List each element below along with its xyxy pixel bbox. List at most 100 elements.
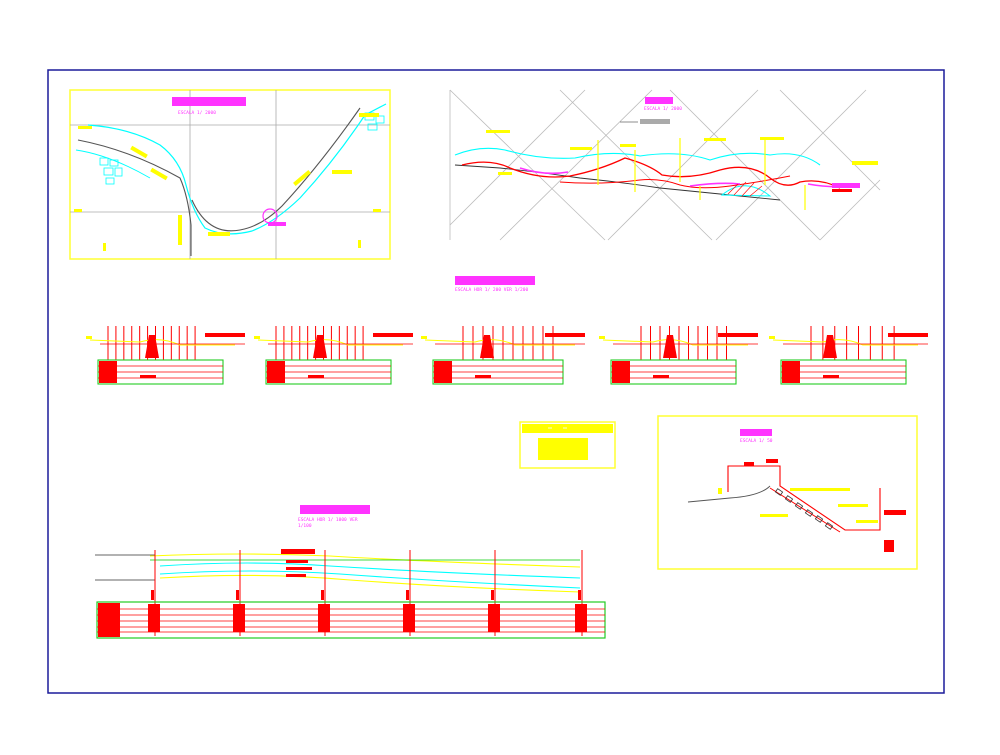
road-line-2 [191,107,361,232]
plan-labels [486,130,878,175]
section-band-value [140,375,156,378]
section-band-header [782,361,800,383]
cross-section-group [86,326,928,385]
section-terrain [424,339,575,346]
section-structure [145,335,159,358]
sections-scale: ESCALA HOR 1/ 200 VER 1/200 [455,287,528,293]
plan-view-panel: ESCALA 1/ 2000 [449,89,881,241]
section-band-value [308,375,324,378]
long-station-block [148,604,160,632]
section-band-header [434,361,452,383]
plan-gray-note [640,119,670,124]
detail-riprap [774,488,834,530]
long-station-block [233,604,245,632]
cross-sections-panel: ESCALA HOR 1/ 200 VER 1/200 [86,276,928,385]
section-band-value [653,375,669,378]
section-structure [313,335,327,358]
plan-station-ticks [597,138,806,210]
long-station-label [236,590,239,600]
detail-terrain [687,485,771,503]
section-label [718,333,758,337]
section-terrain [89,339,235,346]
plan-terrain-line [454,147,821,166]
long-station-block [403,604,415,632]
cross-section-5 [769,326,928,385]
long-red-notes [286,560,312,577]
cross-section-1 [86,326,245,385]
plan-channel-red [461,157,841,189]
longitudinal-profile-panel: ESCALA HOR 1/ 1000 VER 1/100 [95,505,606,639]
plan-magenta-label [832,183,860,188]
section-label [545,333,585,337]
section-elev-label [254,336,260,339]
plan-magenta-line [519,167,851,188]
cross-section-3 [421,326,585,385]
section-structure [480,335,494,358]
river-line-2 [75,149,151,179]
section-elev-label [421,336,427,339]
long-station-label [578,590,581,600]
legend-frame [519,421,616,469]
detail-title-block [740,429,772,436]
detail-wall [727,465,881,531]
river-line [87,103,387,235]
long-station-label [406,590,409,600]
section-band-header [612,361,630,383]
long-station-block [488,604,500,632]
detail-panel: ESCALA 1/ 50 [657,415,918,570]
section-terrain [772,339,918,346]
plan-dam-hatch [720,185,772,197]
section-elev-label [769,336,775,339]
detail-slope [769,487,841,533]
plan-title-block [645,97,673,104]
section-elev-label [86,336,92,339]
plan-grid [449,89,881,241]
plan-dam-hatch-lines [727,181,763,197]
long-station-block [575,604,587,632]
section-band-value [823,375,839,378]
detail-scale: ESCALA 1/ 50 [740,438,773,444]
long-band-rows [97,608,605,633]
legend-header [522,424,613,433]
plan-scale: ESCALA 1/ 2000 [644,106,682,112]
long-scale: ESCALA HOR 1/ 1000 VER [298,517,358,523]
section-band-value [475,375,491,378]
long-data-band [96,601,606,639]
section-label [205,333,245,337]
section-label [373,333,413,337]
detail-dims [744,459,906,552]
long-stations [148,550,587,636]
cross-section-4 [599,326,758,385]
section-structure [823,335,837,358]
map-labels [74,113,381,251]
sections-title-block [455,276,535,285]
long-station-block [318,604,330,632]
section-structure [663,335,677,358]
sheet-border [47,69,945,694]
long-station-label [491,590,494,600]
section-terrain [257,339,403,346]
section-band-header [267,361,285,383]
detail-frame [657,415,918,570]
long-band-header [98,603,120,637]
location-map-panel: ESCALA 1/ 2000 [69,89,391,260]
section-band-header [99,361,117,383]
legend-box [519,421,616,469]
long-title-block [300,505,370,514]
long-station-label [151,590,154,600]
section-elev-label [599,336,605,339]
detail-annotations [718,488,878,523]
road-line [77,139,192,256]
section-label [888,333,928,337]
long-red-label [281,549,315,554]
long-profile-lines [149,553,581,593]
location-map-frame [69,89,391,260]
project-site-label [268,222,286,226]
long-station-label [321,590,324,600]
cross-section-2 [254,326,413,385]
legend-fill [538,438,588,460]
long-scale-2: 1/100 [298,523,312,529]
plan-red-label [832,189,852,192]
